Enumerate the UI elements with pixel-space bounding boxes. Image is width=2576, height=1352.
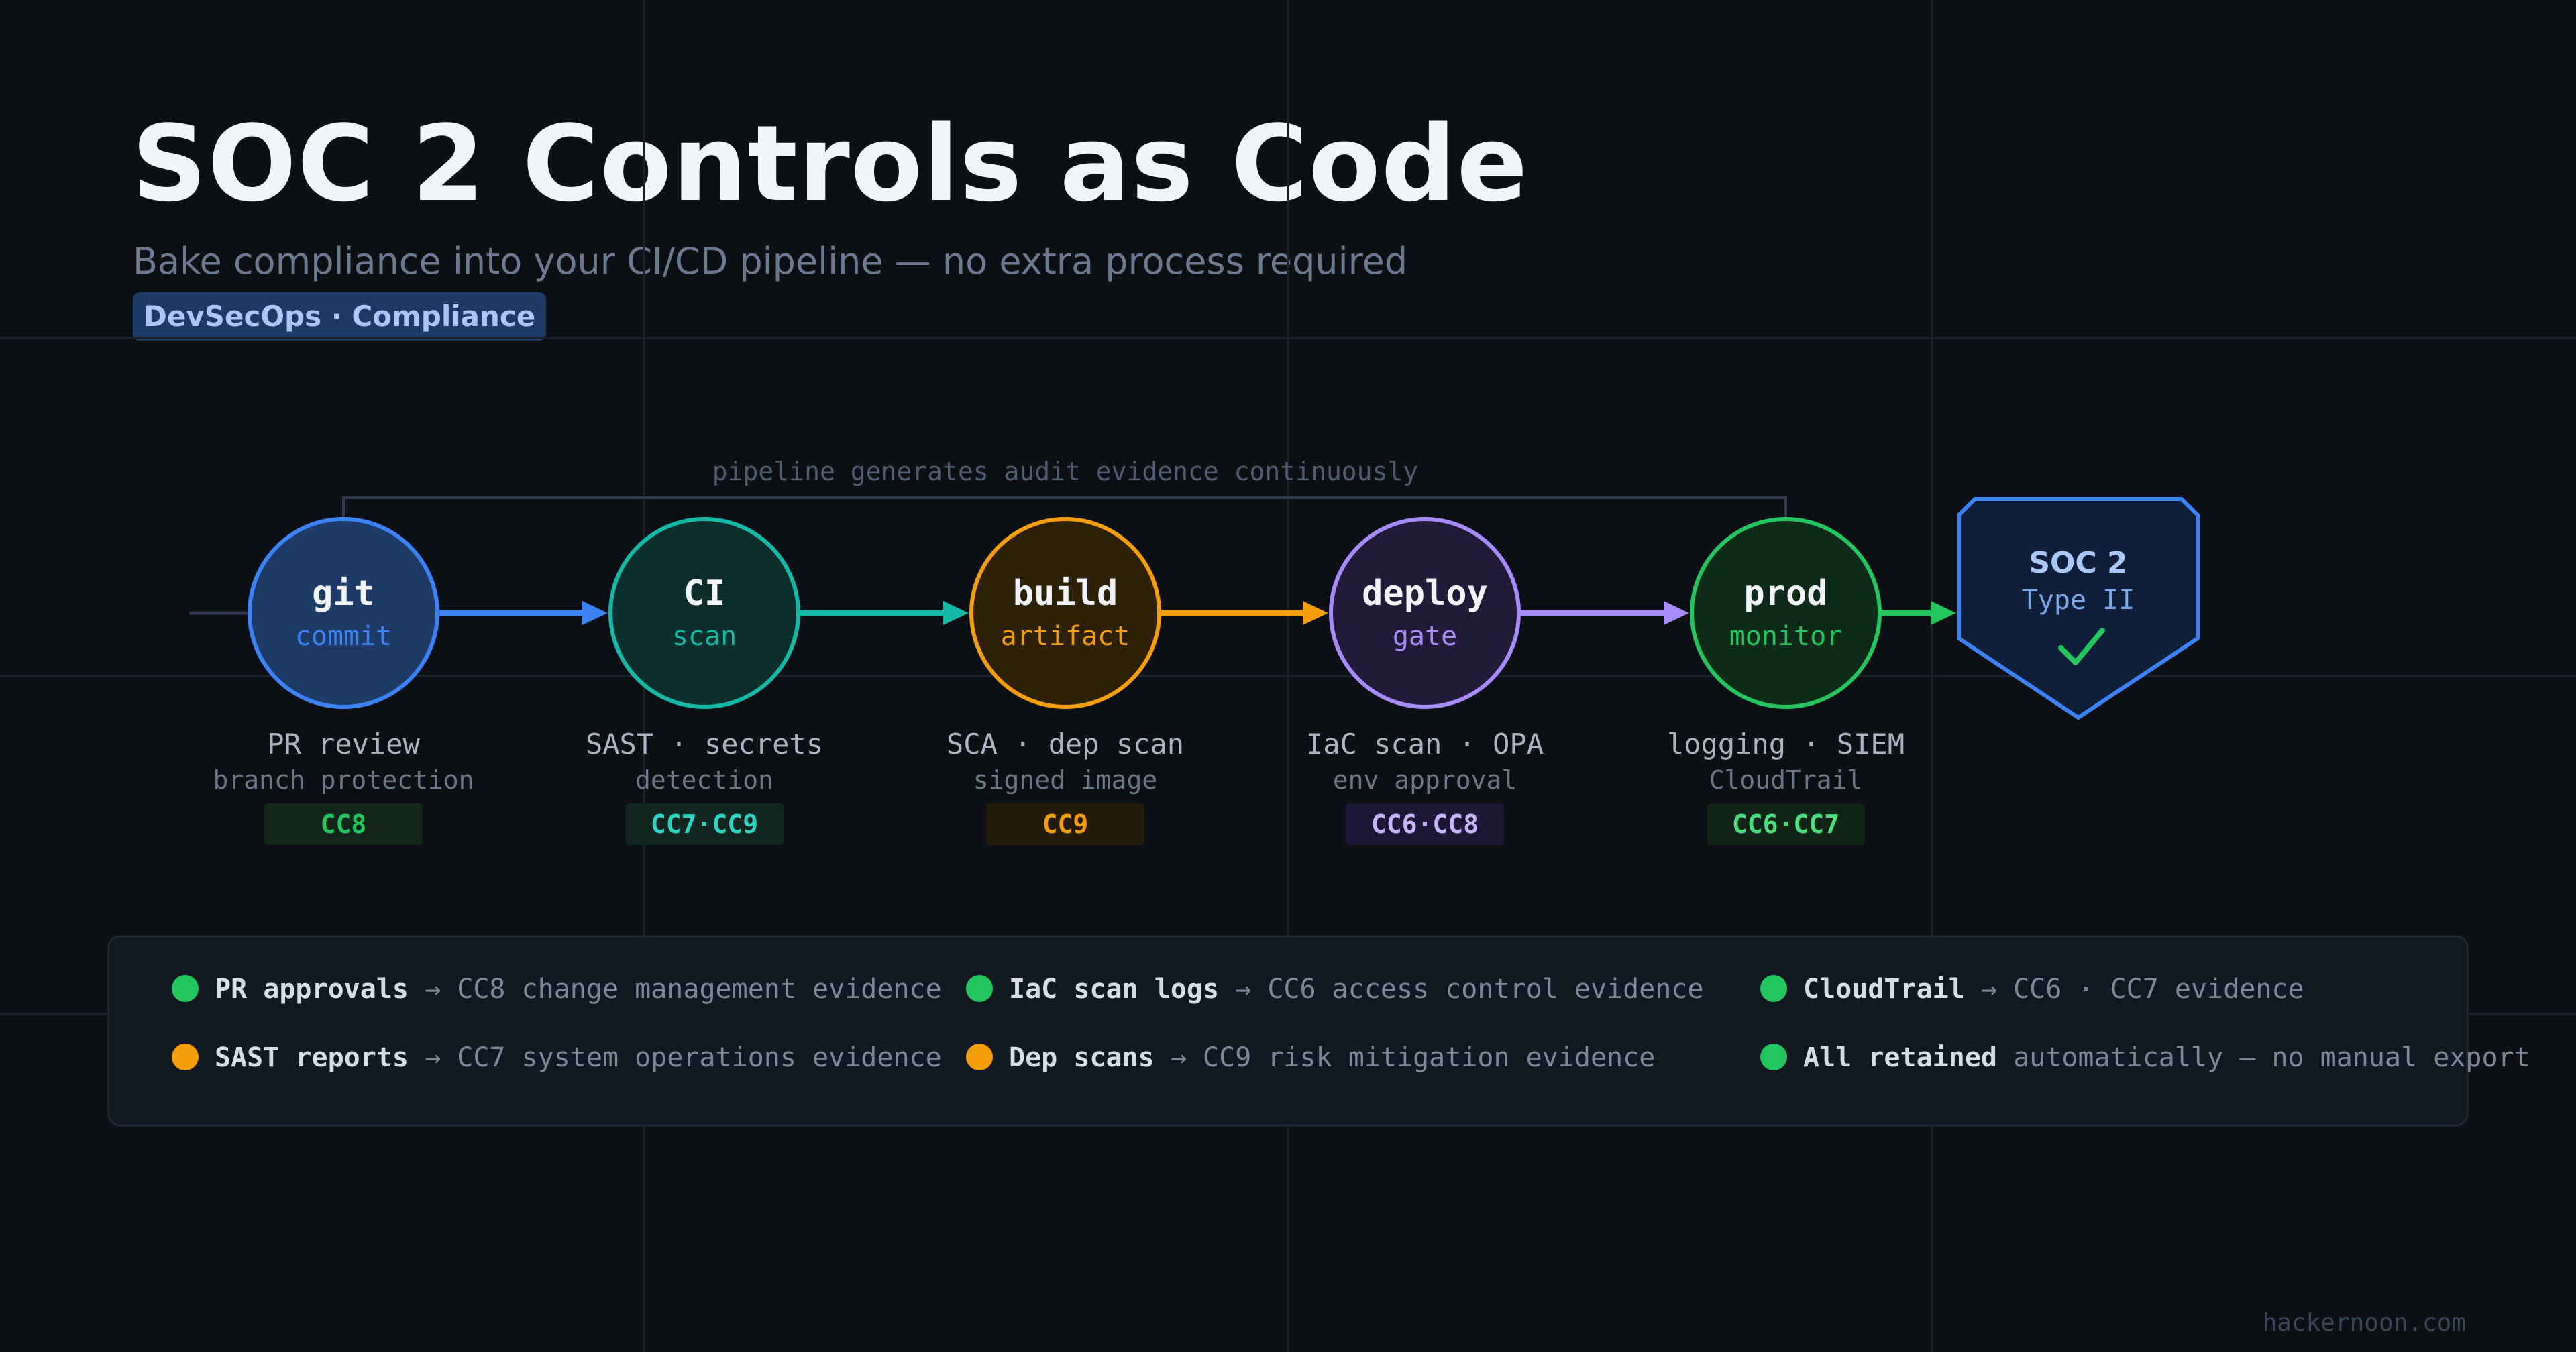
stage-control-primary: IaC scan · OPA [1306,728,1544,760]
evidence-source: PR approvals [215,974,409,1005]
status-dot [1760,975,1787,1002]
check-icon [2058,628,2105,665]
criteria-badge [625,803,784,845]
stage-subtitle: gate [1393,621,1457,652]
evidence-item: CloudTrail → CC6 · CC7 evidence [1760,974,2304,1005]
criteria-badge [986,803,1144,845]
evidence-source: SAST reports [215,1042,409,1073]
evidence-mapping: → CC8 change management evidence [409,974,942,1005]
stage-control-primary: logging · SIEM [1667,728,1904,760]
stage-circle [969,517,1161,709]
criteria-badge-label: CC6·CC7 [1732,809,1839,839]
stage-control-secondary: CloudTrail [1709,765,1863,795]
evidence-source: All retained [1803,1042,1997,1073]
status-dot [966,1044,993,1070]
shield-title: SOC 2 [2029,546,2127,580]
category-tag: DevSecOps · Compliance [133,292,547,341]
status-dot [966,975,993,1002]
evidence-item: All retained automatically — no manual e… [1760,1042,2530,1073]
stage-circle [1690,517,1882,709]
stage-name: prod [1743,573,1827,614]
evidence-text: PR approvals → CC8 change management evi… [215,974,942,1005]
criteria-badge-label: CC7·CC9 [651,809,758,839]
stage-circle [1329,517,1521,709]
evidence-panel: PR approvals → CC8 change management evi… [107,935,2530,1127]
stage-control-primary: SCA · dep scan [947,728,1184,760]
stage-name: build [1013,573,1118,614]
stage-control-secondary: env approval [1333,765,1517,795]
page-title: SOC 2 Controls as Code [131,103,1529,225]
evidence-text: SAST reports → CC7 system operations evi… [215,1042,942,1073]
stage-name: deploy [1362,573,1488,614]
evidence-item: Dep scans → CC9 risk mitigation evidence [966,1042,1655,1073]
shield-outline [1957,497,2200,720]
shield-subtitle: Type II [2022,585,2135,616]
evidence-text: IaC scan logs → CC6 access control evide… [1009,974,1704,1005]
status-dot [1760,1044,1787,1070]
evidence-panel-box [107,935,2469,1127]
criteria-badge-label: CC9 [1042,809,1089,839]
criteria-badge [1707,803,1865,845]
status-dot [172,1044,199,1070]
evidence-loop-label: pipeline generates audit evidence contin… [712,457,1418,486]
stage-subtitle: scan [672,621,737,652]
stage-control-secondary: signed image [973,765,1158,795]
evidence-mapping: → CC6 access control evidence [1219,974,1703,1005]
arrowhead-prod [1931,601,1956,625]
page-subtitle: Bake compliance into your CI/CD pipeline… [133,240,1408,282]
stage-subtitle: monitor [1729,621,1843,652]
evidence-text: CloudTrail → CC6 · CC7 evidence [1803,974,2304,1005]
criteria-badge [264,803,423,845]
stage-name: git [312,573,375,614]
soc2-shield: SOC 2 Type II [1957,497,2200,720]
evidence-mapping: automatically — no manual export [1997,1042,2530,1073]
evidence-text: All retained automatically — no manual e… [1803,1042,2530,1073]
stage-subtitle: commit [295,621,392,652]
stage-circle [248,517,439,709]
evidence-source: Dep scans [1009,1042,1155,1073]
status-dot [172,975,199,1002]
evidence-item: SAST reports → CC7 system operations evi… [172,1042,942,1073]
criteria-badge-label: CC6·CC8 [1371,809,1479,839]
stage-circle [608,517,800,709]
evidence-mapping: → CC6 · CC7 evidence [1965,974,2304,1005]
stage-name: CI [684,573,726,614]
arrowhead-build [1303,601,1328,625]
criteria-badge-label: CC8 [321,809,367,839]
evidence-item: PR approvals → CC8 change management evi… [172,974,942,1005]
stage-control-secondary: detection [635,765,773,795]
evidence-source: IaC scan logs [1009,974,1219,1005]
evidence-loop-line [342,496,1787,519]
stage-subtitle: artifact [1001,621,1130,652]
evidence-mapping: → CC9 risk mitigation evidence [1155,1042,1656,1073]
evidence-source: CloudTrail [1803,974,1965,1005]
evidence-item: IaC scan logs → CC6 access control evide… [966,974,1704,1005]
stage-control-primary: SAST · secrets [586,728,823,760]
arrowhead-CI [943,601,969,625]
criteria-badge [1346,803,1504,845]
arrowhead-git [582,601,608,625]
source-credit: hackernoon.com [2262,1309,2466,1337]
stage-prod: prod monitor logging · SIEM CloudTrailCC6·C… [1667,517,1904,845]
evidence-text: Dep scans → CC9 risk mitigation evidence [1009,1042,1655,1073]
evidence-mapping: → CC7 system operations evidence [409,1042,942,1073]
stage-control-secondary: branch protection [213,765,474,795]
stage-control-primary: PR review [267,728,420,760]
arrowhead-deploy [1664,601,1689,625]
